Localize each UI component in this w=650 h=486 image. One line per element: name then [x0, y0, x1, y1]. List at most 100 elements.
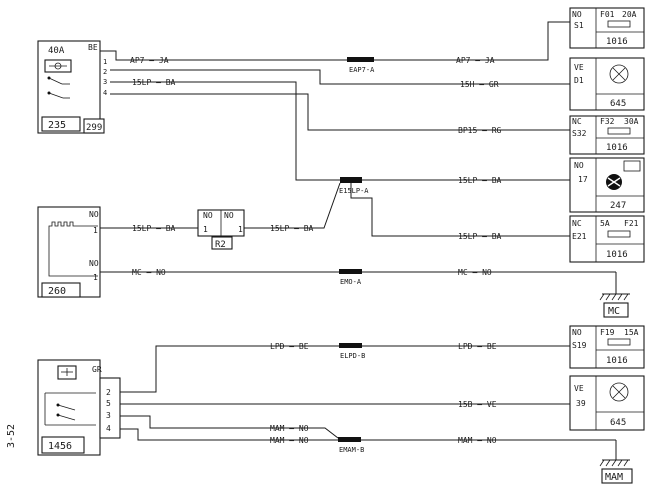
shunt-id-box	[211, 236, 233, 250]
pin-color-260-a: NO	[89, 210, 99, 219]
wire-label-ap7-ja-right: AP7 — JA	[456, 56, 495, 65]
wires-260: 15LP — BA 15LP — BA MC — NO EMO-A MC — N…	[100, 182, 616, 286]
pin-4: 4	[103, 89, 107, 97]
device-code-39: 645	[610, 418, 626, 428]
ground-label-mc: MC	[608, 306, 620, 317]
wire-label-lpd-be-left: LPD — BE	[270, 342, 309, 351]
lamp-device-d1: VE D1 645	[569, 57, 645, 111]
pin-color-s32: NC	[572, 117, 582, 126]
fuse-icon	[607, 230, 631, 238]
fuse-icon	[607, 338, 631, 346]
component-id-260: 260	[48, 286, 66, 297]
wires-235: AP7 — JA EAP7-A AP7 — JA 15H — GR 15LP —…	[100, 21, 570, 241]
wire-label-15h-gr: 15H — GR	[460, 80, 499, 89]
fuse-device-s1: NO S1 F01 20A 1016	[569, 7, 645, 49]
fuse-icon	[607, 20, 631, 28]
relay-switch-icon	[48, 77, 63, 85]
wire-label-15b-ve: 15B — VE	[458, 400, 497, 409]
fuse-rating-f01: 20A	[622, 10, 637, 19]
device-ref-39: 39	[576, 399, 586, 408]
connector-label-eap7: EAP7-A	[349, 66, 375, 74]
pin-1456-5: 5	[106, 399, 111, 408]
connector-block-1456	[99, 377, 121, 439]
connector-elpd	[339, 343, 362, 348]
device-code-s19: 1016	[606, 356, 628, 366]
pin-color-d1: VE	[574, 63, 584, 72]
device-ref-17: 17	[578, 175, 588, 184]
shunt-pin-color-b: NO	[224, 211, 234, 220]
component-id-box	[41, 116, 81, 132]
lamp-icon	[609, 382, 629, 402]
pin-color-17: NO	[574, 161, 584, 170]
pin-3: 3	[103, 78, 107, 86]
wire-label-15lp-ba-d: 15LP — BA	[132, 224, 176, 233]
pin-260-a: 1	[93, 226, 98, 235]
wire-label-lpd-be-right: LPD — BE	[458, 342, 497, 351]
component-id: 235	[48, 120, 66, 131]
wire-label-15lp-ba-b: 15LP — BA	[458, 176, 502, 185]
component-260: 260 NO 1 NO 1	[37, 206, 101, 298]
wire-label-mc-no-left: MC — NO	[132, 268, 166, 277]
component-ref: 299	[86, 123, 102, 133]
component-id-box-260	[41, 282, 81, 298]
fuse-id-f32: F32	[600, 117, 615, 126]
pin-260-b: 1	[93, 273, 98, 282]
shunt-pin-color-a: NO	[203, 211, 213, 220]
fuse-icon	[607, 127, 631, 135]
connector-label-e15lp: E15LP-A	[339, 187, 369, 195]
wire-label-mam-no-a: MAM — NO	[270, 424, 309, 433]
device-code-d1: 645	[610, 99, 626, 109]
fuse-id-f21: F21	[624, 219, 639, 228]
component-ref-box	[83, 118, 105, 134]
device-code-s32: 1016	[606, 143, 628, 153]
component-id-1456: 1456	[48, 441, 72, 452]
wire-label-mc-no-right: MC — NO	[458, 268, 492, 277]
fuse-rating-f19: 15A	[624, 328, 639, 337]
motor-switch-icon	[623, 160, 641, 172]
component-id-box-1456	[41, 436, 85, 454]
pin-color-260-b: NO	[89, 259, 99, 268]
connector-label-emam: EMAM-B	[339, 446, 364, 454]
pin-color-be: BE	[88, 43, 98, 52]
connector-eap7	[347, 57, 374, 62]
device-code-17: 247	[610, 201, 626, 211]
pin-color-s1: NO	[572, 10, 582, 19]
fuse-device-s19: NO S19 F19 15A 1016	[569, 325, 645, 369]
device-code-e21: 1016	[606, 250, 628, 260]
shunt-pin-b: 1	[238, 225, 243, 234]
fuse-rating-f21: 5A	[600, 219, 610, 228]
wire-label-mam-no-right: MAM — NO	[458, 436, 497, 445]
component-1456: GR 1456 2 5 3 4	[37, 359, 121, 456]
wire-label-ap7-ja-left: AP7 — JA	[130, 56, 169, 65]
connector-emam	[338, 437, 361, 442]
pin-color-e21: NC	[572, 219, 582, 228]
ground-label-mam: MAM	[605, 472, 623, 483]
device-ref-s1: S1	[574, 21, 584, 30]
device-ref-d1: D1	[574, 76, 584, 85]
component-235: 40A BE 235 299 1 2 3 4	[37, 40, 107, 134]
wire-label-15lp-ba-c: 15LP — BA	[458, 232, 502, 241]
fuse-device-e21: NC E21 5A F21 1016	[569, 215, 645, 263]
ground-label-box-mc	[603, 302, 629, 318]
page-label: 3-52	[6, 424, 17, 448]
shunt-pin-a: 1	[203, 225, 208, 234]
ground-mc: MC	[599, 272, 630, 318]
lamp-device-39: VE 39 645	[569, 375, 645, 431]
fuse-id-f19: F19	[600, 328, 615, 337]
device-ref-s32: S32	[572, 129, 587, 138]
fuse-device-s32: NC S32 F32 30A 1016	[569, 115, 645, 155]
wire-label-15lp-ba-a: 15LP — BA	[132, 78, 176, 87]
pin-1456-4: 4	[106, 424, 111, 433]
fuse-rating-f32: 30A	[624, 117, 639, 126]
connector-e15lp	[340, 177, 362, 183]
pin-1456-2: 2	[106, 388, 111, 397]
motor-device-247: NO 17 247	[569, 157, 645, 213]
lamp-icon	[609, 64, 629, 84]
fuse-id-f01: F01	[600, 10, 615, 19]
connector-label-elpd: ELPD-B	[340, 352, 365, 360]
wire-label-mam-no-b: MAM — NO	[270, 436, 309, 445]
device-code-s1: 1016	[606, 37, 628, 47]
heater-element-icon	[48, 221, 98, 240]
wires-1456: LPD — BE ELPD-B LPD — BE 15B — VE MAM — …	[120, 342, 616, 454]
pin-2: 2	[103, 68, 107, 76]
